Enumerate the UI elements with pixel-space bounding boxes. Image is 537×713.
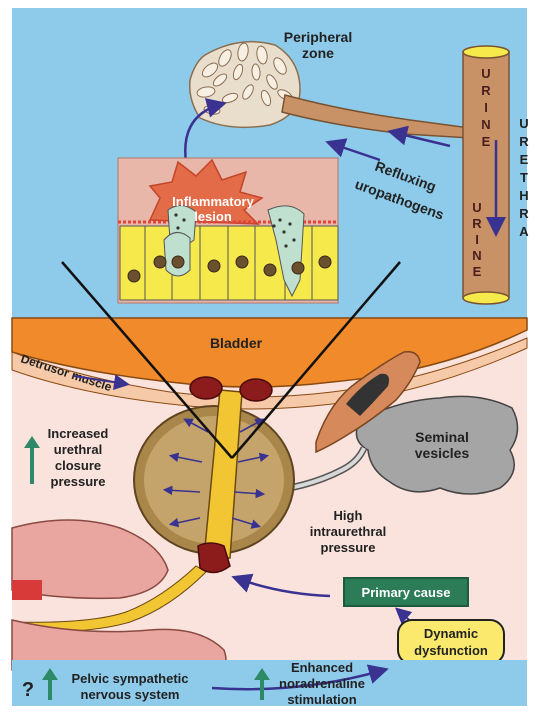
svg-text:stimulation: stimulation: [287, 692, 356, 707]
svg-text:Primary cause: Primary cause: [362, 585, 451, 600]
svg-text:E: E: [482, 134, 491, 149]
primary-cause-box: Primary cause: [344, 578, 468, 606]
svg-text:T: T: [520, 170, 528, 185]
svg-text:pressure: pressure: [321, 540, 376, 555]
svg-text:N: N: [472, 248, 481, 263]
svg-text:U: U: [481, 66, 490, 81]
svg-text:A: A: [519, 224, 529, 239]
svg-text:closure: closure: [55, 458, 101, 473]
penis-red-band: [12, 580, 42, 600]
svg-text:pressure: pressure: [51, 474, 106, 489]
svg-text:R: R: [519, 206, 529, 221]
svg-text:N: N: [481, 117, 490, 132]
peripheral-zone-label-2: zone: [302, 45, 334, 61]
svg-text:I: I: [475, 232, 479, 247]
peripheral-zone-label: Peripheral: [284, 29, 352, 45]
bladder-neck-left: [190, 377, 222, 399]
inflammation-inset: Inflammatory lesion: [118, 158, 338, 303]
svg-text:urethral: urethral: [54, 442, 102, 457]
bladder-label: Bladder: [210, 335, 263, 351]
svg-text:High: High: [334, 508, 363, 523]
svg-text:U: U: [472, 200, 481, 215]
svg-text:intraurethral: intraurethral: [310, 524, 387, 539]
svg-text:Dynamic: Dynamic: [424, 626, 478, 641]
pelvic-sympathetic-label: Pelvic sympathetic: [71, 671, 188, 686]
seminal-vesicles-label-2: vesicles: [415, 445, 470, 461]
svg-text:E: E: [473, 264, 482, 279]
dynamic-dysfunction-box: Dynamic dysfunction: [398, 620, 504, 664]
svg-text:I: I: [484, 100, 488, 115]
seminal-vesicles-label: Seminal: [415, 429, 469, 445]
svg-text:dysfunction: dysfunction: [414, 643, 488, 658]
svg-text:U: U: [519, 116, 528, 131]
svg-text:R: R: [519, 134, 529, 149]
question-mark: ?: [22, 679, 34, 701]
svg-text:Enhanced: Enhanced: [291, 660, 353, 675]
external-sphincter: [198, 543, 230, 573]
svg-text:R: R: [481, 83, 491, 98]
svg-text:H: H: [519, 188, 528, 203]
pelvic-sympathetic-label-2: nervous system: [81, 687, 180, 702]
svg-text:noradrenaline: noradrenaline: [279, 676, 365, 691]
svg-text:R: R: [472, 216, 482, 231]
inflammatory-lesion-label: Inflammatory: [172, 194, 254, 209]
peripheral-zone-gland: [190, 42, 300, 128]
inflammatory-lesion-label-2: lesion: [194, 209, 232, 224]
svg-text:E: E: [520, 152, 529, 167]
urethra-label: U R E T H R A: [519, 116, 529, 239]
svg-text:Increased: Increased: [48, 426, 109, 441]
enhanced-noradrenaline-label: Enhanced noradrenaline stimulation: [279, 660, 365, 707]
bladder-neck-right: [240, 379, 272, 401]
